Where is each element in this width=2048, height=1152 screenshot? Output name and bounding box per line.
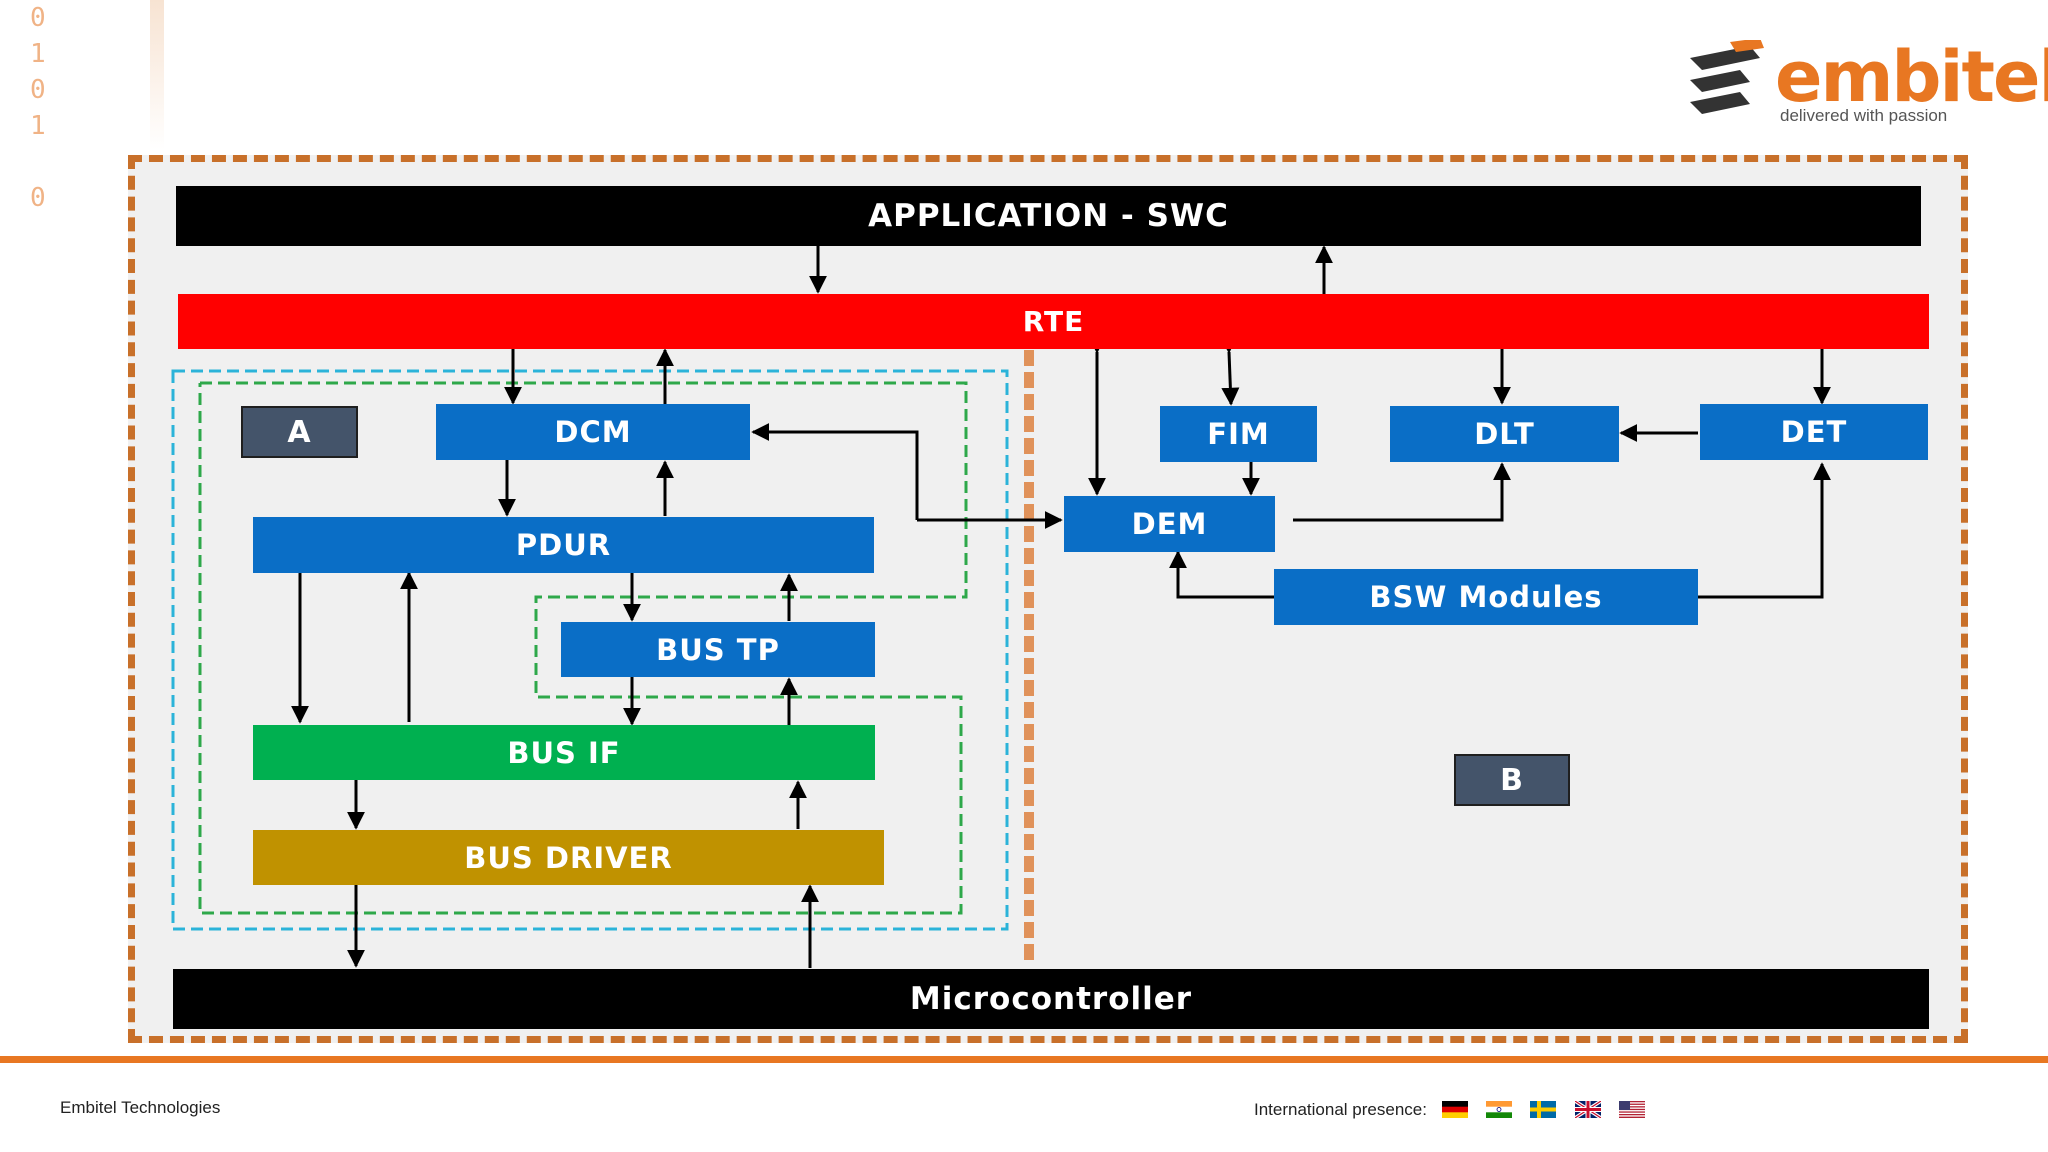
binary-streak-decoration bbox=[150, 0, 164, 150]
label-b: B bbox=[1454, 754, 1570, 806]
binary-digit: 1 bbox=[30, 39, 46, 69]
sweden-flag-icon bbox=[1530, 1101, 1556, 1118]
binary-digit: 0 bbox=[30, 183, 46, 213]
binary-decoration: 0 1 0 1 0 bbox=[30, 0, 46, 216]
dlt-block: DLT bbox=[1390, 406, 1619, 462]
section-divider bbox=[1024, 350, 1034, 962]
footer-divider bbox=[0, 1056, 2048, 1063]
bus-if-block: BUS IF bbox=[253, 725, 875, 780]
microcontroller-block: Microcontroller bbox=[173, 969, 1929, 1029]
group-outline-green bbox=[198, 381, 968, 915]
footer-presence-label: International presence: bbox=[1254, 1100, 1427, 1119]
group-outline-cyan bbox=[171, 369, 1009, 931]
det-block: DET bbox=[1700, 404, 1928, 460]
binary-digit: 0 bbox=[30, 3, 46, 33]
binary-digit: 0 bbox=[30, 75, 46, 105]
dcm-block: DCM bbox=[436, 404, 750, 460]
embitel-logo: embitel delivered with passion bbox=[1680, 36, 2048, 130]
pdur-block: PDUR bbox=[253, 517, 874, 573]
bsw-modules-block: BSW Modules bbox=[1274, 569, 1698, 625]
logo-mark-icon bbox=[1690, 38, 1764, 114]
logo-tagline: delivered with passion bbox=[1780, 106, 1948, 125]
usa-flag-icon bbox=[1619, 1101, 1645, 1118]
bus-tp-block: BUS TP bbox=[561, 622, 875, 677]
binary-digit: 1 bbox=[30, 111, 46, 141]
rte-block: RTE bbox=[178, 294, 1929, 349]
bus-driver-block: BUS DRIVER bbox=[253, 830, 884, 885]
uk-flag-icon bbox=[1575, 1101, 1601, 1118]
fim-block: FIM bbox=[1160, 406, 1317, 462]
footer-company-name: Embitel Technologies bbox=[60, 1098, 221, 1117]
india-flag-icon bbox=[1486, 1101, 1512, 1118]
dem-block: DEM bbox=[1064, 496, 1275, 552]
germany-flag-icon bbox=[1442, 1101, 1468, 1118]
label-a: A bbox=[241, 406, 358, 458]
logo-wordmark: embitel bbox=[1775, 36, 2048, 118]
application-swc-block: APPLICATION - SWC bbox=[176, 186, 1921, 246]
